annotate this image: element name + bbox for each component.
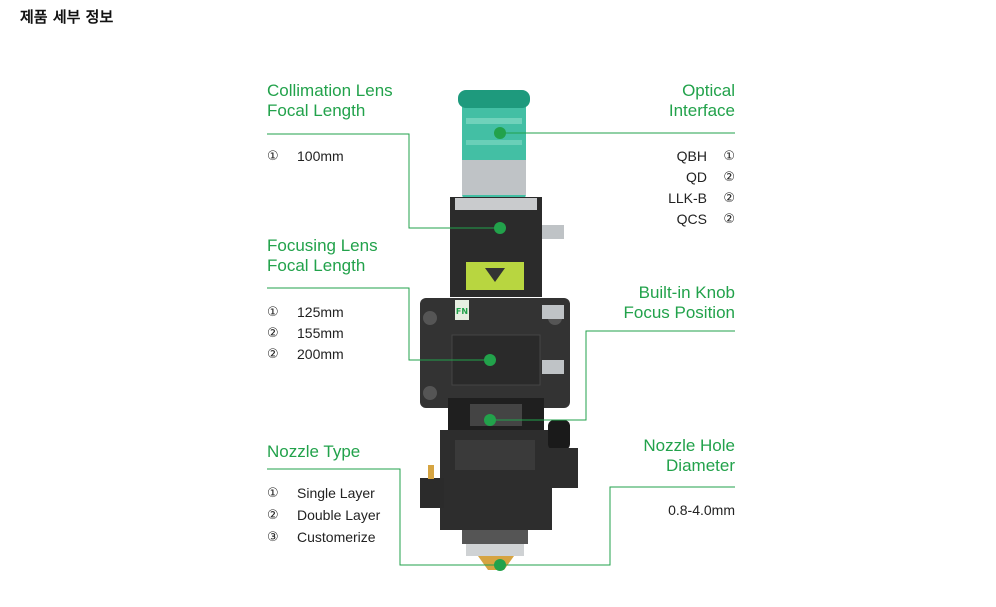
spec-number: ② <box>267 347 279 362</box>
spec-number: ① <box>267 149 279 164</box>
nozzle-hole-heading: Nozzle Hole Diameter <box>643 436 735 476</box>
air-fittings <box>542 225 564 374</box>
heading-line: Optical <box>682 81 735 100</box>
spec-row: ① 125mm <box>267 302 344 323</box>
nozzle-type-specs: ① Single Layer ② Double Layer ③ Customer… <box>267 482 380 548</box>
heading-line: Focal Length <box>267 101 366 120</box>
collimation-specs: ① 100mm <box>267 146 344 167</box>
spec-row: 0.8-4.0mm <box>668 500 735 521</box>
spec-value: QCS <box>676 211 707 227</box>
spec-row: ② 200mm <box>267 344 344 365</box>
spec-number: ① <box>267 485 279 501</box>
spec-number: ① <box>267 305 279 320</box>
spec-number: ② <box>723 170 735 185</box>
line-nozzle-type <box>267 468 500 566</box>
marker-focusing <box>484 354 496 366</box>
spec-row: ① Single Layer <box>267 482 380 504</box>
spec-value: QD <box>686 169 707 185</box>
heading-line: Interface <box>668 101 735 120</box>
spec-value: Customerize <box>297 528 376 545</box>
line-nozzle-hole <box>500 486 735 566</box>
nozzle-hole-spec: 0.8-4.0mm <box>668 500 735 521</box>
spec-row: ① 100mm <box>267 146 344 167</box>
optical-heading: Optical Interface <box>669 81 735 121</box>
collimator-module <box>458 90 530 200</box>
spec-value: 200mm <box>297 346 344 362</box>
line-collimation <box>267 133 500 229</box>
line-focusing <box>267 287 490 361</box>
marker-nozzle <box>494 559 506 571</box>
spec-row: LLK-B ② <box>615 188 735 209</box>
main-body: FN <box>420 197 578 570</box>
spec-number: ③ <box>267 529 279 545</box>
heading-line: Collimation Lens <box>267 81 393 100</box>
marker-collimation <box>494 222 506 234</box>
spec-value: Single Layer <box>297 484 375 501</box>
spec-number: ① <box>723 149 735 164</box>
marker-optical <box>494 127 506 139</box>
spec-number: ② <box>267 507 279 523</box>
nozzle-type-heading: Nozzle Type <box>267 442 360 462</box>
spec-row: QBH ① <box>615 146 735 167</box>
brand-logo: FN <box>456 307 468 316</box>
heading-line: Focus Position <box>623 303 736 322</box>
focusing-heading: Focusing Lens Focal Length <box>267 236 378 276</box>
spec-row: QD ② <box>615 167 735 188</box>
spec-value: Double Layer <box>297 506 381 523</box>
collimation-heading: Collimation Lens Focal Length <box>267 81 393 121</box>
spec-value: 100mm <box>297 148 344 164</box>
spec-row: QCS ② <box>615 209 735 230</box>
spec-value: 125mm <box>297 304 344 320</box>
spec-number: ② <box>723 212 735 227</box>
spec-row: ③ Customerize <box>267 526 380 548</box>
optical-specs: QBH ① QD ② LLK-B ② QCS ② <box>615 146 735 230</box>
heading-line: Nozzle Type <box>267 442 361 461</box>
heading-line: Diameter <box>666 456 735 475</box>
spec-number: ② <box>267 326 279 341</box>
spec-value: 0.8-4.0mm <box>668 502 735 518</box>
spec-value: QBH <box>676 148 707 164</box>
focusing-specs: ① 125mm ② 155mm ② 200mm <box>267 302 344 365</box>
spec-row: ② 155mm <box>267 323 344 344</box>
spec-number: ② <box>723 191 735 206</box>
page-title: 제품 세부 정보 <box>20 8 114 26</box>
spec-value: 155mm <box>297 325 344 341</box>
spec-row: ② Double Layer <box>267 504 380 526</box>
marker-knob <box>484 414 496 426</box>
spec-value: LLK-B <box>668 190 707 206</box>
line-knob <box>490 330 735 421</box>
knob-heading: Built-in Knob Focus Position <box>624 283 736 323</box>
heading-line: Focal Length <box>267 256 366 275</box>
heading-line: Focusing Lens <box>267 236 378 255</box>
heading-line: Built-in Knob <box>638 283 735 302</box>
heading-line: Nozzle Hole <box>643 436 735 455</box>
